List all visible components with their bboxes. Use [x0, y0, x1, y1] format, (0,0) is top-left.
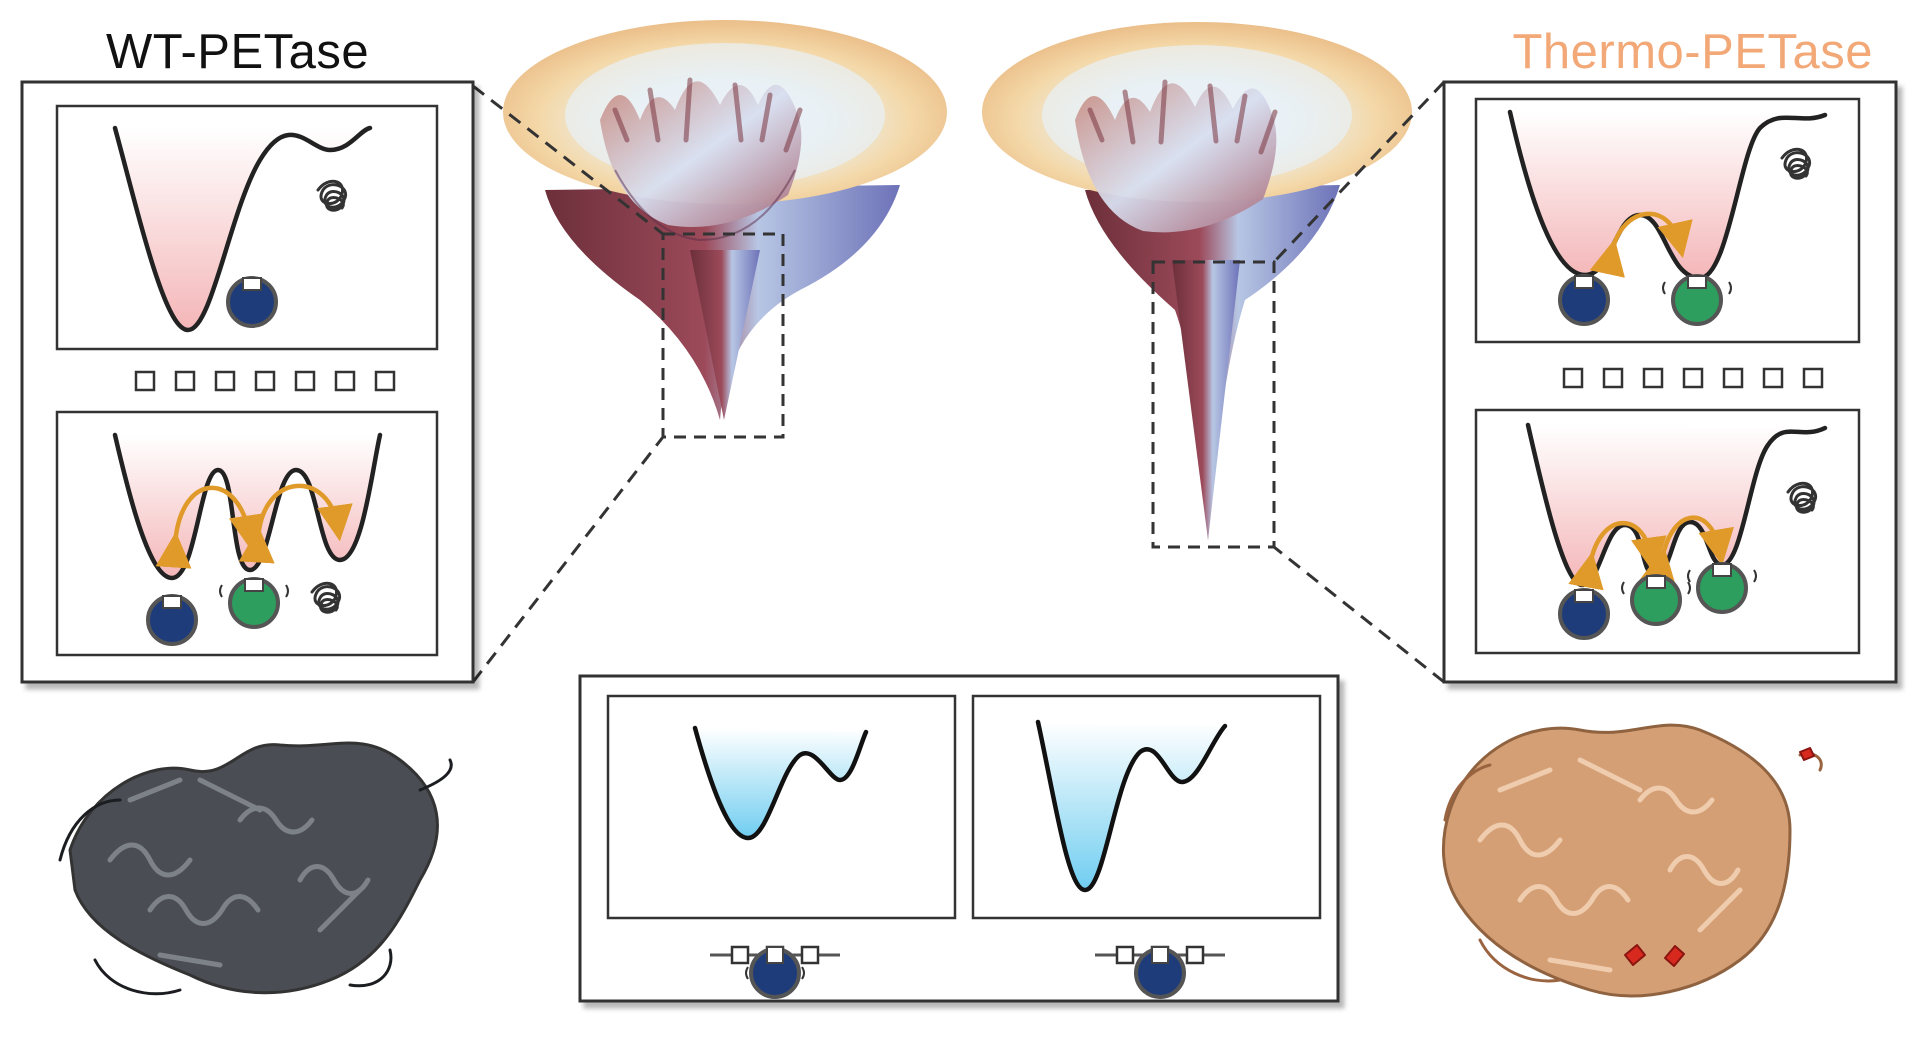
zoom-box-thermo	[1151, 260, 1276, 549]
energy-curve	[1035, 719, 1228, 893]
transition-arrow	[1589, 211, 1693, 278]
substate-icon	[1687, 562, 1757, 614]
wt-petase-title: WT-PETase	[106, 25, 370, 79]
thermo-panel	[1442, 80, 1898, 684]
binding-panel	[578, 674, 1340, 1003]
bound-substrate-icon	[710, 945, 840, 999]
energy-curve	[112, 125, 373, 333]
substate-icon	[219, 577, 289, 629]
wt-panel	[20, 80, 475, 684]
energy-curve	[692, 725, 869, 841]
wt-protein-cartoon	[58, 741, 453, 996]
transition-arrows	[1568, 515, 1734, 591]
native-state-icon	[1558, 274, 1610, 326]
bound-substrate-icon	[1095, 945, 1225, 999]
mutation-site	[1624, 747, 1815, 967]
weak-binding-landscape-box	[606, 694, 957, 920]
thermo-protein-cartoon	[1442, 723, 1823, 998]
transition-arrows	[155, 483, 353, 569]
zoom-box-wt	[661, 232, 785, 439]
zoom-connectors	[471, 80, 1446, 684]
native-state-icon	[226, 276, 278, 328]
substate-icon	[1662, 274, 1732, 326]
substate-icon	[1621, 574, 1691, 626]
thermo-petase-title: Thermo-PETase	[1512, 25, 1873, 79]
native-state-icon	[1558, 588, 1610, 640]
native-state-icon	[146, 594, 198, 646]
pet-chain-icon	[120, 370, 410, 392]
funnel-wt	[503, 20, 947, 420]
pet-chain-icon	[1548, 367, 1838, 389]
funnel-thermo	[982, 22, 1412, 540]
